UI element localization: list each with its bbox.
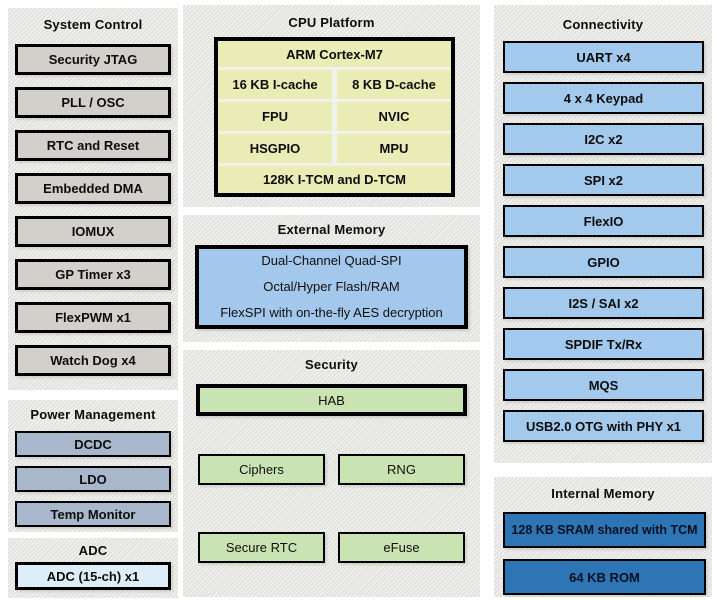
security-title: Security <box>305 357 358 372</box>
block-keypad: 4 x 4 Keypad <box>503 82 704 114</box>
block-usb-otg: USB2.0 OTG with PHY x1 <box>503 410 704 442</box>
block-security-jtag: Security JTAG <box>15 44 171 75</box>
system-control-title: System Control <box>43 17 143 32</box>
cpu-cell-arm-cortex-m7: ARM Cortex-M7 <box>218 41 451 67</box>
block-mqs: MQS <box>503 369 704 401</box>
section-external-memory: External Memory Dual-Channel Quad-SPI Oc… <box>183 215 480 342</box>
cpu-platform-title: CPU Platform <box>288 15 375 30</box>
block-temp-monitor: Temp Monitor <box>15 501 171 527</box>
block-uart: UART x4 <box>503 41 704 73</box>
block-external-memory: Dual-Channel Quad-SPI Octal/Hyper Flash/… <box>195 245 468 329</box>
block-hab: HAB <box>196 384 467 416</box>
block-rom: 64 KB ROM <box>503 559 706 595</box>
power-management-title: Power Management <box>30 407 156 422</box>
section-system-control: System Control Security JTAG PLL / OSC R… <box>8 8 178 390</box>
section-connectivity: Connectivity UART x4 4 x 4 Keypad I2C x2… <box>494 5 712 463</box>
section-security: Security HAB Ciphers RNG Secure RTC eFus… <box>183 350 480 597</box>
connectivity-title: Connectivity <box>562 17 644 32</box>
cpu-cell-fpu: FPU <box>218 102 332 131</box>
section-adc: ADC ADC (15-ch) x1 <box>8 538 178 598</box>
external-memory-line-flash-ram: Octal/Hyper Flash/RAM <box>263 279 400 294</box>
block-spi: SPI x2 <box>503 164 704 196</box>
block-adc: ADC (15-ch) x1 <box>15 562 171 590</box>
internal-memory-title: Internal Memory <box>551 486 655 501</box>
adc-title: ADC <box>78 543 108 558</box>
block-rng: RNG <box>338 454 465 485</box>
block-dcdc: DCDC <box>15 431 171 457</box>
block-iomux: IOMUX <box>15 216 171 247</box>
block-pll-osc: PLL / OSC <box>15 87 171 118</box>
cpu-cell-nvic: NVIC <box>337 102 451 131</box>
cpu-cell-dcache: 8 KB D-cache <box>337 70 451 99</box>
block-embedded-dma: Embedded DMA <box>15 173 171 204</box>
block-spdif: SPDIF Tx/Rx <box>503 328 704 360</box>
block-rtc-and-reset: RTC and Reset <box>15 130 171 161</box>
external-memory-line-flexspi: FlexSPI with on-the-fly AES decryption <box>220 305 443 320</box>
section-internal-memory: Internal Memory 128 KB SRAM shared with … <box>494 477 712 597</box>
block-gp-timer: GP Timer x3 <box>15 259 171 290</box>
cpu-cell-hsgpio: HSGPIO <box>218 134 332 163</box>
cpu-cell-tcm: 128K I-TCM and D-TCM <box>218 166 451 193</box>
block-ciphers: Ciphers <box>198 454 325 485</box>
block-flexpwm: FlexPWM x1 <box>15 302 171 333</box>
block-i2s-sai: I2S / SAI x2 <box>503 287 704 319</box>
external-memory-line-quadspi: Dual-Channel Quad-SPI <box>261 253 402 268</box>
block-i2c: I2C x2 <box>503 123 704 155</box>
block-gpio: GPIO <box>503 246 704 278</box>
external-memory-title: External Memory <box>277 222 386 237</box>
block-watch-dog: Watch Dog x4 <box>15 345 171 376</box>
section-cpu-platform: CPU Platform ARM Cortex-M7 16 KB I-cache… <box>183 5 480 207</box>
cpu-cell-mpu: MPU <box>337 134 451 163</box>
cpu-core-block: ARM Cortex-M7 16 KB I-cache 8 KB D-cache… <box>214 37 455 197</box>
cpu-cell-icache: 16 KB I-cache <box>218 70 332 99</box>
section-power-management: Power Management DCDC LDO Temp Monitor <box>8 400 178 532</box>
block-efuse: eFuse <box>338 532 465 563</box>
block-secure-rtc: Secure RTC <box>198 532 325 563</box>
block-ldo: LDO <box>15 466 171 492</box>
block-flexio: FlexIO <box>503 205 704 237</box>
block-sram: 128 KB SRAM shared with TCM <box>503 512 706 548</box>
